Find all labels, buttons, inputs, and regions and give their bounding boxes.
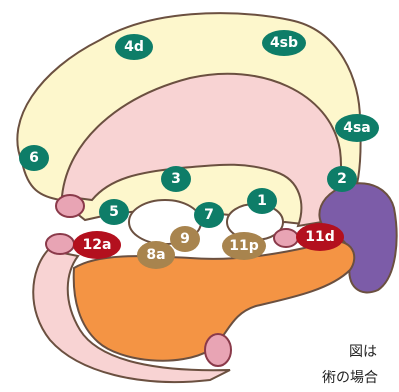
station-12a: 12a <box>73 231 121 259</box>
station-label: 4d <box>124 39 144 55</box>
caption-note-line-1: 図は <box>349 341 377 361</box>
station-label: 4sb <box>270 35 298 51</box>
station-8a: 8a <box>137 241 175 269</box>
station-5: 5 <box>99 199 129 225</box>
station-4d: 4d <box>115 34 153 60</box>
station-11p: 11p <box>222 232 266 260</box>
station-4sa: 4sa <box>335 114 379 142</box>
station-4sb: 4sb <box>262 30 306 56</box>
vessel-cross-section <box>274 229 298 247</box>
station-label: 12a <box>83 237 112 253</box>
vessel-cross-section <box>205 334 231 366</box>
station-label: 3 <box>171 171 181 187</box>
station-label: 8a <box>146 247 165 263</box>
station-label: 11d <box>305 229 335 245</box>
station-label: 5 <box>109 204 119 220</box>
station-label: 4sa <box>343 120 371 136</box>
station-label: 7 <box>204 207 214 223</box>
station-label: 1 <box>257 193 267 209</box>
caption-note-line-2: 術の場合 <box>322 367 378 387</box>
station-1: 1 <box>247 188 277 214</box>
station-11d: 11d <box>296 223 344 251</box>
station-label: 11p <box>229 238 259 254</box>
station-7: 7 <box>194 202 224 228</box>
vessel-cross-section <box>46 234 74 254</box>
station-6: 6 <box>19 145 49 171</box>
station-label: 2 <box>337 171 347 187</box>
station-label: 6 <box>29 150 39 166</box>
vessel-cross-section <box>56 195 84 217</box>
station-label: 9 <box>180 231 190 247</box>
station-2: 2 <box>327 166 357 192</box>
station-3: 3 <box>161 166 191 192</box>
station-9: 9 <box>170 226 200 252</box>
